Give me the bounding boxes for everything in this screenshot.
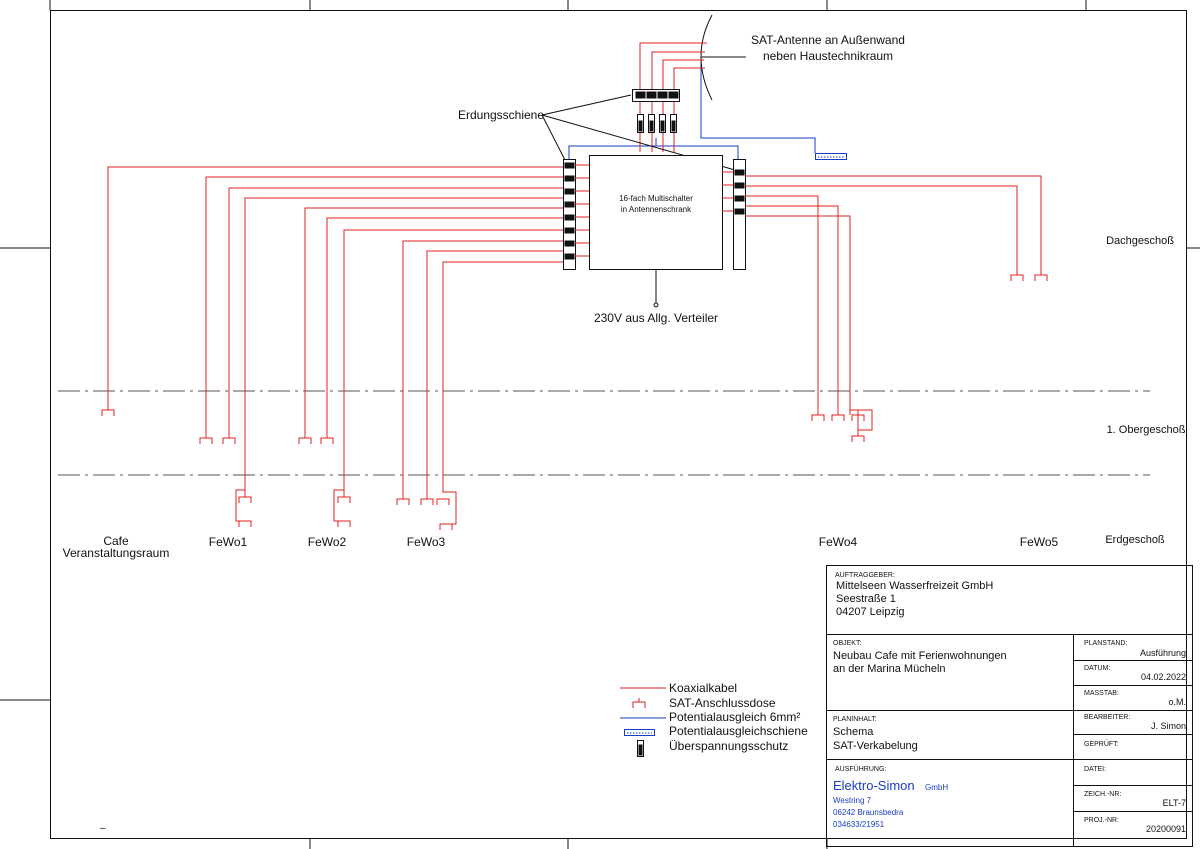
object-line1: Neubau Cafe mit Ferienwohnungen [833,650,1007,662]
drawing-no-value: ELT-7 [1163,798,1186,808]
company-phone: 034633/21951 [833,820,885,829]
date-label: DATUM: [1084,665,1110,672]
company-name: Elektro-Simon [833,778,915,793]
corner-mark: – [100,823,106,834]
project-no-label: PROJ.-NR: [1084,817,1119,824]
socket-fewo2-c [337,496,351,503]
client-city: 04207 Leipzig [836,606,905,618]
unit-label-fewo2: FeWo2 [308,535,347,549]
socket-fewo1-a [199,437,213,444]
plan-status-label: PLANSTAND: [1084,640,1127,647]
content-line1: Schema [833,726,874,738]
socket-fewo3-b [420,498,434,505]
unit-label-fewo1: FeWo1 [209,535,248,549]
executor-label: AUSFÜHRUNG: [835,765,886,773]
left-coax-cables [107,164,589,525]
legend-equipotential-label: Potentialausgleich 6mm² [669,710,800,724]
socket-fewo4-b [831,414,845,421]
multiswitch-label-line1: 16-fach Multischalter [619,194,693,203]
client-name: Mittelseen Wasserfreizeit GmbH [836,580,993,592]
equipotential-wiring [568,62,847,162]
multiswitch-label-line2: in Antennenschrank [621,205,692,214]
sat-antenna [700,14,746,101]
grounding-rail-label: Erdungsschiene [458,108,544,122]
drawing-no-label: ZEICH.-NR: [1084,791,1121,798]
socket-fewo3-c [436,498,450,505]
power-supply-label: 230V aus Allg. Verteiler [594,311,718,325]
socket-fewo1-c [238,496,252,503]
legend: Koaxialkabel SAT-Anschlussdose Potential… [620,681,808,757]
socket-fewo4-d [851,435,865,442]
checked-label: GEPRÜFT: [1084,740,1119,748]
legend-equipotential-bar-label: Potentialausgleichschiene [669,724,808,738]
project-no-value: 20200091 [1146,824,1186,834]
socket-fewo1-d [238,520,252,527]
surge-protectors [637,114,677,133]
right-coax-cables [722,171,1042,436]
legend-surge-label: Überspannungsschutz [669,739,788,753]
left-output-rail [563,159,576,270]
floor-label-first: 1. Obergeschoß [1107,424,1186,436]
socket-fewo1-b [222,437,236,444]
socket-fewo5-a [1010,274,1024,281]
socket-fewo4-c [851,414,865,421]
antenna-label-line1: SAT-Antenne an Außenwand [751,33,905,47]
unit-label-fewo3: FeWo3 [407,535,446,549]
editor-value: J. Simon [1151,721,1186,731]
object-line2: an der Marina Mücheln [833,663,946,675]
socket-fewo3-a [396,498,410,505]
file-label: DATEI: [1084,766,1106,773]
floor-label-roof: Dachgeschoß [1106,235,1174,247]
legend-socket-symbol [632,698,646,708]
socket-fewo2-a [298,437,312,444]
socket-fewo4-a [811,414,825,421]
client-street: Seestraße 1 [836,593,896,605]
socket-cafe [101,409,115,416]
editor-label: BEARBEITER: [1084,714,1130,721]
grounding-rail [632,89,680,102]
company-street: Westring 7 [833,796,872,805]
unit-label-fewo5: FeWo5 [1020,535,1059,549]
multiswitch [589,155,723,308]
socket-fewo5-b [1034,274,1048,281]
client-label: AUFTRAGGEBER: [835,572,895,579]
content-line2: SAT-Verkabelung [833,740,918,752]
unit-label-cafe-line2: Veranstaltungsraum [63,546,170,560]
antenna-label-line2: neben Haustechnikraum [763,49,893,63]
legend-surge-symbol [637,740,644,757]
legend-socket-label: SAT-Anschlussdose [669,696,776,710]
legend-coax-label: Koaxialkabel [669,681,737,695]
unit-label-fewo4: FeWo4 [819,535,858,549]
content-label: PLANINHALT: [833,716,877,723]
socket-fewo2-b [320,437,334,444]
floor-label-ground: Erdgeschoß [1105,534,1165,546]
company-city: 06242 Braunsbedra [833,808,904,817]
object-label: OBJEKT: [833,640,861,647]
plan-status-value: Ausführung [1140,648,1186,658]
socket-fewo2-d [337,520,351,527]
floor-separator-lines [58,390,1150,476]
scale-label: MASSTAB: [1084,690,1119,697]
right-output-rail [733,159,746,270]
sat-sockets [101,274,1048,530]
equipotential-bar [815,153,847,160]
date-value: 04.02.2022 [1141,672,1186,682]
company-suffix: GmbH [925,783,948,792]
scale-value: o.M. [1168,697,1186,707]
socket-fewo3-d [439,523,453,530]
unit-label-cafe-line1: Cafe [103,534,129,548]
title-block [826,565,1193,847]
